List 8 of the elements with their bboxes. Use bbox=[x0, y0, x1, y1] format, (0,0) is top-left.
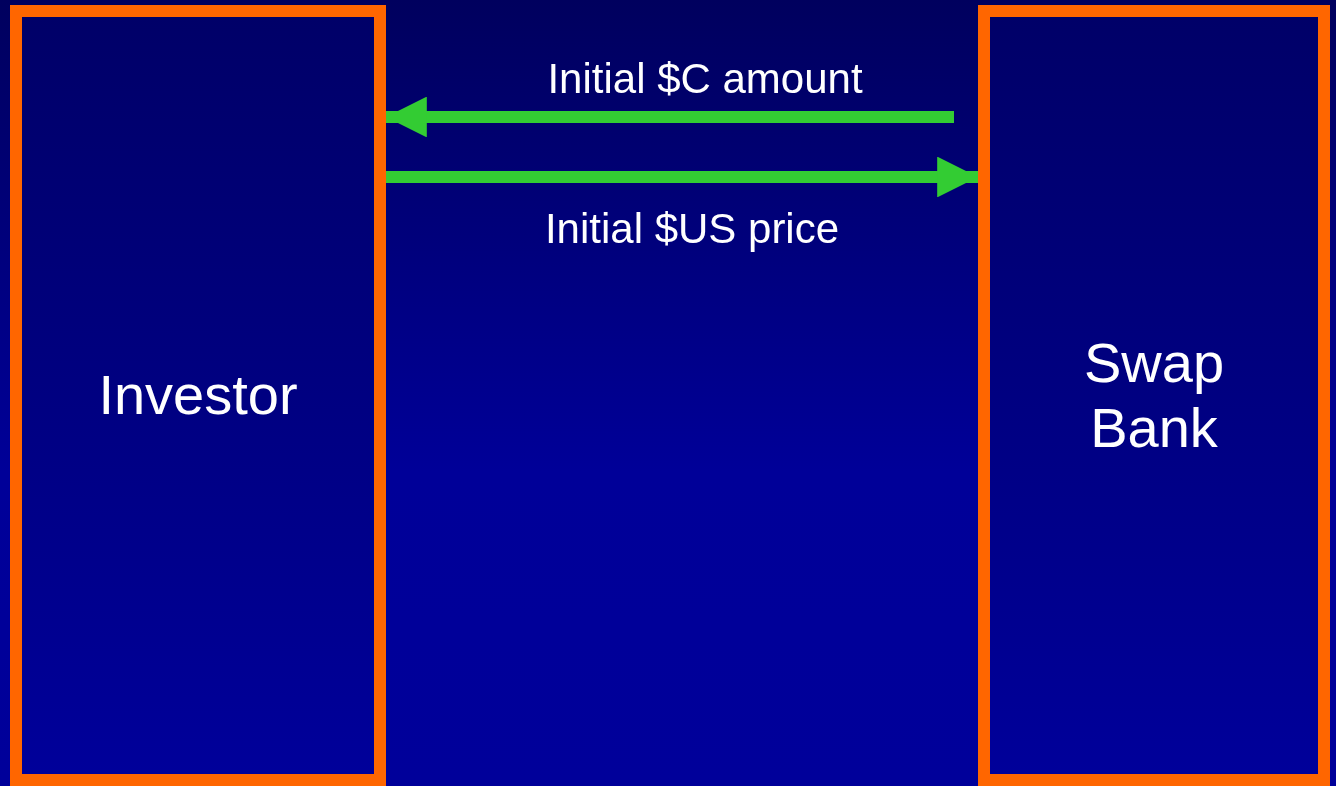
party-name: Swap Bank bbox=[1082, 331, 1226, 460]
arrow bbox=[386, 96, 954, 138]
edge-label: Initial $C amount bbox=[547, 55, 863, 103]
party-box bbox=[978, 5, 1330, 786]
arrow bbox=[386, 156, 978, 198]
party-box bbox=[10, 5, 386, 786]
edge-label: Initial $US price bbox=[544, 205, 840, 253]
party-name: Investor bbox=[98, 363, 298, 428]
